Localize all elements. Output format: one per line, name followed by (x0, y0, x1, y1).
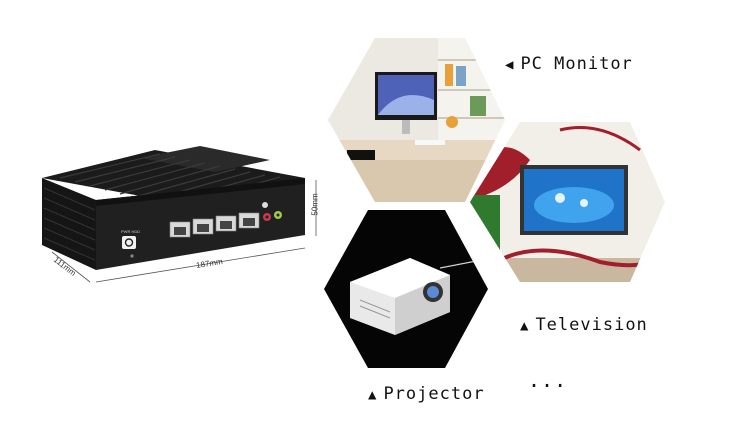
arrow-left-icon: ◀ (505, 57, 515, 73)
label-television: ▲ Television (520, 315, 648, 335)
label-pc-monitor-text: PC Monitor (520, 54, 633, 74)
label-television-text: Television (535, 315, 648, 335)
more-ellipsis: ... (528, 368, 568, 392)
label-pc-monitor: ◀ PC Monitor (505, 54, 633, 74)
arrow-up-icon: ▲ (368, 387, 378, 403)
label-projector: ▲ Projector (368, 384, 485, 404)
label-projector-text: Projector (383, 384, 485, 404)
svg-text:PWR HDD: PWR HDD (121, 229, 140, 234)
arrow-up-icon: ▲ (520, 318, 530, 334)
